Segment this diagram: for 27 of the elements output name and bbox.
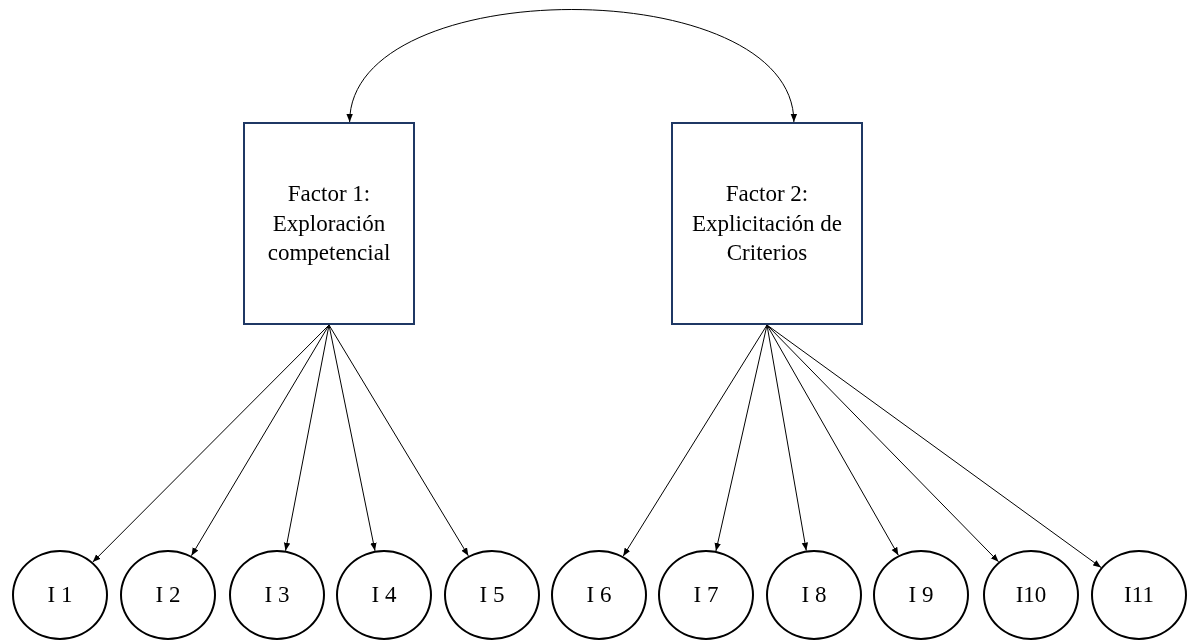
node-label: I10 bbox=[1015, 582, 1047, 608]
node-label: Factor 2: Explicitación de Criterios bbox=[690, 179, 844, 268]
arrow bbox=[283, 324, 330, 552]
node-label: I 6 bbox=[586, 582, 612, 608]
arrow bbox=[190, 324, 330, 557]
node-label: I 5 bbox=[479, 582, 505, 608]
correlation-arc bbox=[348, 9, 795, 123]
node-label: I 8 bbox=[801, 582, 827, 608]
arrow bbox=[766, 324, 809, 552]
node-label: I 9 bbox=[908, 582, 934, 608]
node-label: I 1 bbox=[47, 582, 73, 608]
node-label: I 3 bbox=[264, 582, 290, 608]
factor-box bbox=[243, 122, 415, 325]
arrow bbox=[766, 324, 1000, 563]
factor-box bbox=[671, 122, 863, 325]
node-label: I11 bbox=[1124, 582, 1154, 608]
arrow bbox=[766, 324, 1102, 568]
node-label: I 7 bbox=[693, 582, 719, 608]
node-label: Factor 1: Exploración competencial bbox=[266, 179, 392, 268]
node-label: I 2 bbox=[155, 582, 181, 608]
arrow bbox=[714, 324, 768, 552]
arrow bbox=[328, 324, 377, 552]
node-label: I 4 bbox=[371, 582, 397, 608]
arrow bbox=[92, 324, 330, 563]
arrow bbox=[766, 324, 899, 556]
arrow bbox=[328, 324, 469, 557]
arrow bbox=[622, 324, 768, 557]
